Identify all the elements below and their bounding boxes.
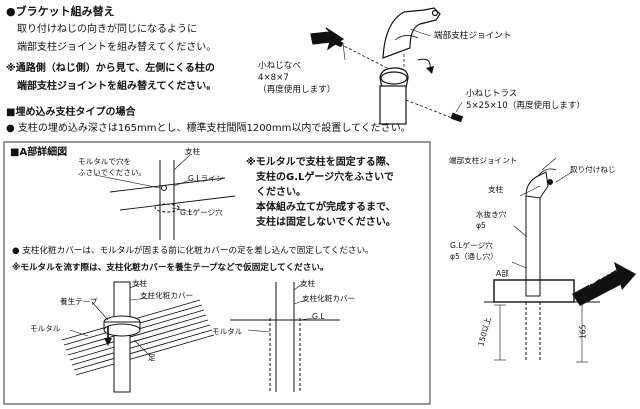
pan-screw-icon: [333, 39, 344, 48]
embed-description: ● 支柱の埋め込み深さは165mmとし、標準支柱間隔1200mm以内で設置してく…: [6, 123, 411, 134]
bracket-note-1: ※通路側（ねじ側）から見て、左側にくる柱の: [6, 63, 215, 74]
label-end-joint-top: 端部支柱ジョイント: [434, 31, 512, 41]
joint-upper-part: [382, 7, 441, 59]
label-post-a: 支柱: [185, 147, 201, 156]
truss-screw-icon: [450, 112, 464, 123]
bracket-line-1: 取り付けねじの向きが同じになるように: [17, 24, 197, 35]
label-pan-screw-reuse: （再度使用します）: [258, 85, 336, 95]
label-hole-note-2: ふさいでください。: [78, 168, 147, 177]
label-curing-tape: 養生テープ: [60, 297, 98, 306]
warning-line-2: 支柱のG.Lゲージ穴をふさいで: [256, 172, 394, 183]
warning-line-1: ※モルタルで支柱を固定する際、: [246, 157, 396, 168]
side-assembly-drawing: [484, 157, 636, 363]
label-mortar-b: モルタル: [30, 324, 61, 333]
cover-tape-drawing: [61, 281, 215, 393]
tape-note: ※モルタルを流す際は、支柱化粧カバーを養生テープなどで仮固定してください。: [12, 263, 329, 273]
label-post-c: 支柱: [300, 279, 316, 288]
embed-heading: ■埋め込み支柱タイプの場合: [6, 107, 136, 118]
label-mortar-c: モルタル: [212, 327, 243, 336]
detail-a-title: ■A部詳細図: [10, 147, 68, 158]
label-truss-screw-spec: 5×25×10（再度使用します）: [466, 101, 586, 111]
label-part-a: A部: [496, 269, 509, 278]
dim-165: 165: [578, 324, 588, 340]
passage-arrow-icon: [572, 270, 622, 306]
label-pan-screw-size: 4×8×7: [258, 73, 289, 83]
bracket-title: ●ブラケット組み替え: [6, 5, 115, 18]
bracket-exploded-drawing: [310, 7, 464, 125]
label-gl-c: G.L: [312, 312, 325, 321]
label-cover-c: 支柱化粧カバー: [302, 294, 356, 303]
down-arrow-icon: [104, 338, 112, 346]
warning-line-3: ください。: [256, 187, 306, 198]
label-cover-b: 支柱化粧カバー: [140, 291, 194, 300]
warning-line-4: 本体組み立てが完成するまで、: [256, 202, 396, 213]
post-gl-detail-drawing: [94, 154, 236, 240]
label-gl-gauge-side: G.Lゲージ穴: [450, 241, 493, 250]
label-pan-screw: 小ねじなべ: [258, 61, 301, 71]
detail-a-frame: [3, 141, 431, 405]
label-gl-gauge-hole-a: G.Lゲージ穴: [180, 208, 223, 217]
label-post-side: 支柱: [488, 185, 504, 194]
label-post-b: 支柱: [132, 279, 148, 288]
mount-screw-icon: [547, 179, 553, 185]
warning-line-5: 支柱は固定しないでください。: [256, 217, 396, 228]
label-gl-gauge-size: φ5（通し穴）: [450, 252, 498, 261]
post-top: [379, 85, 407, 125]
label-foot: 足: [148, 353, 156, 362]
gl-gauge-hole-icon: [161, 185, 167, 191]
bracket-note-2: 端部支柱ジョイントを組み替えてください。: [17, 81, 217, 92]
post-section-drawing: [230, 282, 340, 392]
label-hole-note-1: モルタルで穴を: [78, 157, 132, 166]
label-mount-screw: 取り付けねじ: [570, 165, 616, 174]
label-truss-screw: 小ねじトラス: [466, 89, 518, 99]
bracket-line-2: 端部支柱ジョイントを組み替えてください。: [17, 42, 217, 53]
cover-note: ● 支柱化粧カバーは、モルタルが固まる前に化粧カバーの足を差し込んで固定してくだ…: [12, 246, 374, 256]
label-gl-line: G.Lライン: [188, 174, 224, 183]
label-drain-size: φ5: [476, 221, 486, 230]
label-drain-hole: 水抜き穴: [476, 210, 507, 219]
label-end-joint-side: 端部支柱ジョイント: [449, 156, 518, 165]
